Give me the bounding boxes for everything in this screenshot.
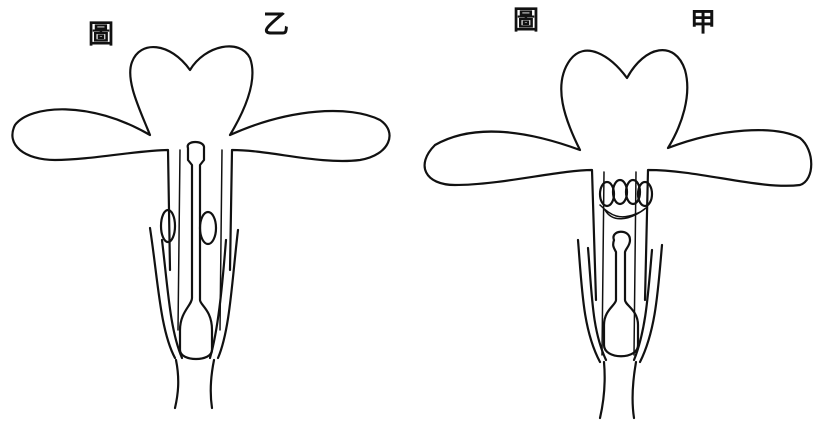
flower-right	[425, 50, 812, 418]
corolla-right	[425, 50, 812, 300]
pedicel-left	[175, 360, 214, 408]
style-left	[180, 142, 212, 359]
style-right	[604, 232, 638, 357]
anther-right-1	[600, 182, 614, 206]
calyx-right	[578, 240, 662, 362]
tube-inner-right	[602, 172, 636, 355]
calyx-left	[150, 228, 238, 358]
flower-left	[12, 46, 389, 408]
pedicel-right	[600, 362, 636, 418]
anther-left-2	[200, 212, 216, 244]
